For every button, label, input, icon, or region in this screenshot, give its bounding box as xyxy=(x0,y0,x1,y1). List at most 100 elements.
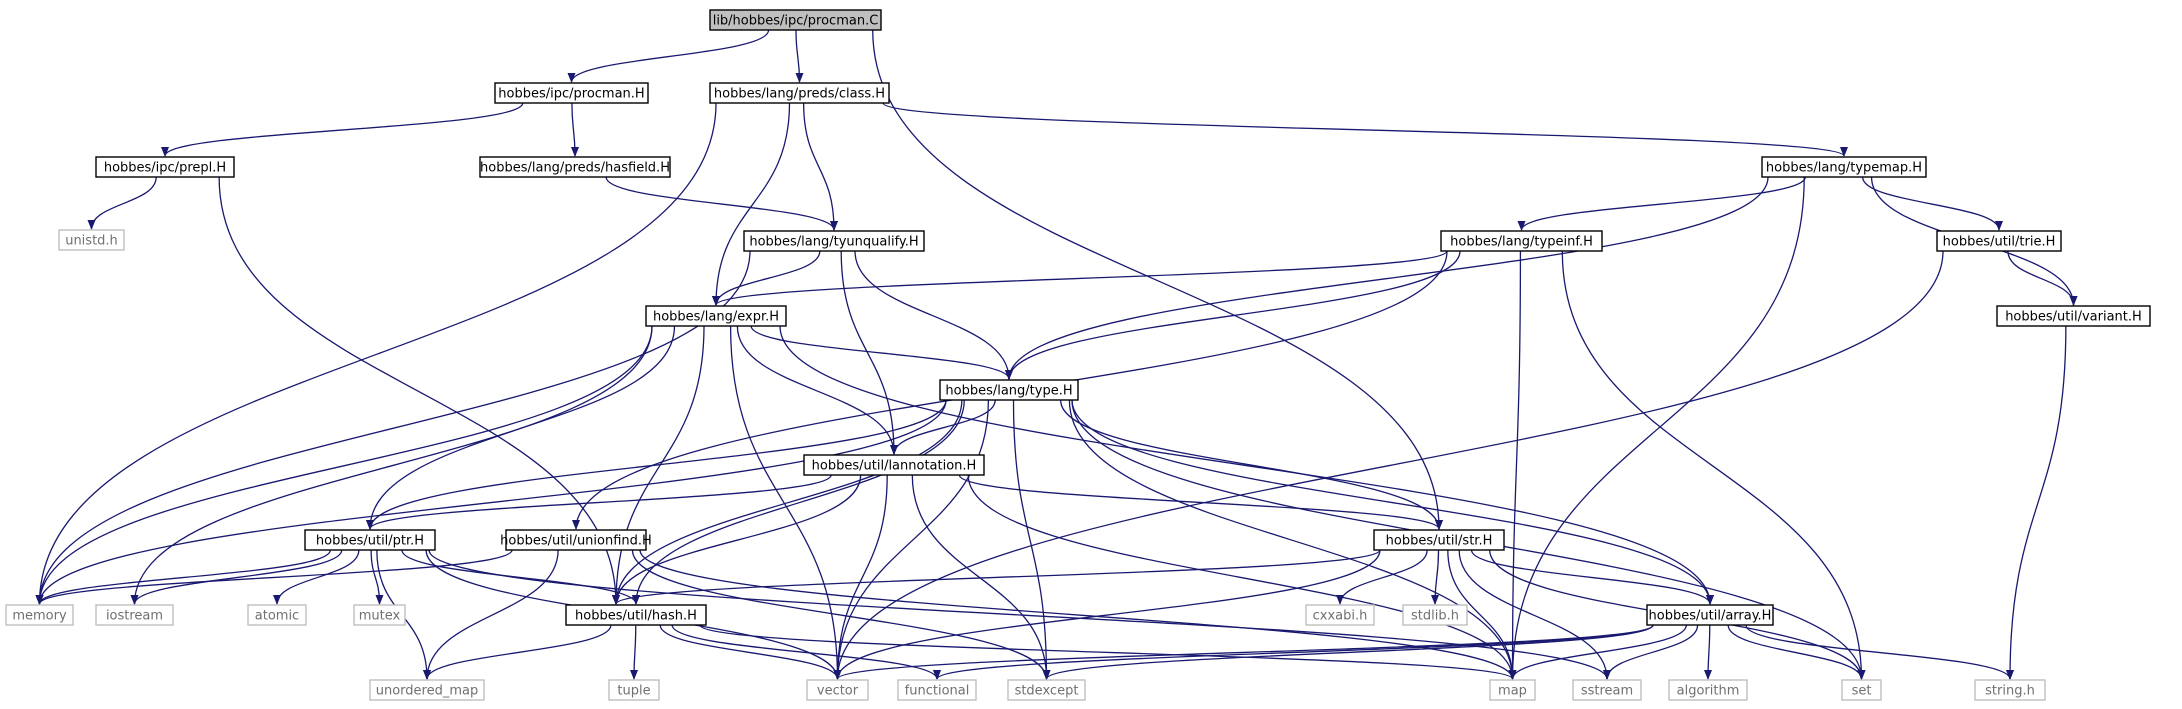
node-label: hobbes/util/unionfind.H xyxy=(500,534,652,549)
node-label: hobbes/lang/preds/hasfield.H xyxy=(480,161,670,176)
edge-unionfind-to-stdexcept xyxy=(631,549,1051,680)
node-sstream: sstream xyxy=(1572,679,1642,701)
node-label: map xyxy=(1498,684,1527,699)
node-label: iostream xyxy=(106,609,163,624)
node-box xyxy=(1373,529,1505,551)
edge-ptr-to-memory xyxy=(35,549,331,605)
edge-ipc-procman-to-prepl xyxy=(161,102,524,157)
node-label: hobbes/util/variant.H xyxy=(2005,310,2142,325)
node-functional: functional xyxy=(897,679,977,701)
edge-type-to-stdexcept xyxy=(1012,399,1051,680)
node-label: sstream xyxy=(1581,684,1633,699)
node-box xyxy=(1402,604,1468,626)
node-box xyxy=(1440,230,1603,252)
edge-str-to-string xyxy=(612,549,1381,605)
edge-typemap-to-map xyxy=(1508,176,1805,680)
node-type[interactable]: hobbes/lang/type.H xyxy=(939,379,1079,401)
edge-type-to-hash xyxy=(632,399,965,605)
node-expr[interactable]: hobbes/lang/expr.H xyxy=(645,305,787,327)
node-str[interactable]: hobbes/util/str.H xyxy=(1373,529,1505,551)
node-label: hobbes/lang/typemap.H xyxy=(1766,161,1922,176)
node-unionfind[interactable]: hobbes/util/unionfind.H xyxy=(500,529,652,551)
node-label: hobbes/lang/typeinf.H xyxy=(1450,235,1593,250)
node-ptr[interactable]: hobbes/util/ptr.H xyxy=(304,529,436,551)
node-label: hobbes/util/lannotation.H xyxy=(812,459,977,474)
edge-type-to-map xyxy=(1068,399,1517,680)
node-box xyxy=(5,604,74,626)
edge-typeinf-to-map xyxy=(1508,250,1522,680)
node-typeinf[interactable]: hobbes/lang/typeinf.H xyxy=(1440,230,1603,252)
node-class[interactable]: hobbes/lang/preds/class.H xyxy=(709,82,890,104)
edge-type-to-array xyxy=(1071,399,1714,605)
node-box xyxy=(58,229,125,251)
edge-expr-to-memory xyxy=(35,325,653,605)
edge-type-to-ptr xyxy=(366,399,947,530)
node-string-h: string.h xyxy=(1974,679,2046,701)
node-label: hobbes/lang/tyunqualify.H xyxy=(749,235,918,250)
node-box xyxy=(709,9,882,31)
edge-root-to-class xyxy=(795,29,804,83)
node-algorithm: algorithm xyxy=(1668,679,1748,701)
node-stdlib: stdlib.h xyxy=(1402,604,1468,626)
edge-hash-to-unordered-map xyxy=(423,624,612,680)
edge-str-to-cxxabi xyxy=(1336,549,1428,605)
edge-tyunqualify-to-type xyxy=(854,250,1013,380)
edge-trie-to-variant xyxy=(2007,250,2078,306)
edge-typeinf-to-set xyxy=(1561,250,1866,680)
node-label: string.h xyxy=(1985,684,2035,699)
edge-expr-to-string xyxy=(612,325,705,605)
node-label: stdexcept xyxy=(1015,684,1079,699)
node-box xyxy=(95,156,235,178)
node-box xyxy=(1974,679,2046,701)
node-box xyxy=(1761,156,1927,178)
node-atomic: atomic xyxy=(247,604,307,626)
node-root[interactable]: lib/hobbes/ipc/procman.C xyxy=(709,9,882,31)
node-trie[interactable]: hobbes/util/trie.H xyxy=(1936,230,2062,252)
node-stdexcept: stdexcept xyxy=(1007,679,1086,701)
node-box xyxy=(95,604,174,626)
node-array[interactable]: hobbes/util/array.H xyxy=(1646,604,1774,626)
node-box xyxy=(939,379,1079,401)
edge-variant-to-string-h xyxy=(2006,325,2067,680)
node-prepl[interactable]: hobbes/ipc/prepl.H xyxy=(95,156,235,178)
node-label: functional xyxy=(905,684,970,699)
node-label: hobbes/util/str.H xyxy=(1386,534,1493,549)
edge-class-to-expr xyxy=(712,102,791,306)
edge-root-to-str xyxy=(872,29,1443,530)
edge-expr-to-iostream xyxy=(130,325,653,605)
edge-unionfind-to-memory xyxy=(35,549,513,605)
node-typemap[interactable]: hobbes/lang/typemap.H xyxy=(1761,156,1927,178)
node-box xyxy=(1572,679,1642,701)
node-box xyxy=(1489,679,1536,701)
node-box xyxy=(897,679,977,701)
node-box xyxy=(743,230,925,252)
node-box xyxy=(1936,230,2062,252)
edge-str-to-stdlib xyxy=(1431,549,1440,605)
node-label: tuple xyxy=(617,684,650,699)
node-label: hobbes/ipc/procman.H xyxy=(498,87,644,102)
node-box xyxy=(1646,604,1774,626)
edge-class-to-tyunqualify xyxy=(802,102,838,231)
node-label: hobbes/util/array.H xyxy=(1649,609,1772,624)
node-hash[interactable]: hobbes/util/hash.H xyxy=(565,604,707,626)
edge-ptr-to-iostream xyxy=(130,549,343,605)
node-box xyxy=(565,604,707,626)
edge-expr-to-type xyxy=(750,325,1013,380)
node-set: set xyxy=(1841,679,1882,701)
edge-lannotation-to-map xyxy=(967,474,1517,680)
node-variant[interactable]: hobbes/util/variant.H xyxy=(1996,305,2151,327)
node-label: hobbes/lang/type.H xyxy=(945,384,1072,399)
node-mutex: mutex xyxy=(353,604,406,626)
node-ipc-procman[interactable]: hobbes/ipc/procman.H xyxy=(494,82,649,104)
node-box xyxy=(353,604,406,626)
node-label: hobbes/util/trie.H xyxy=(1943,235,2056,250)
edge-ptr-to-mutex xyxy=(370,549,384,605)
edge-unionfind-to-map xyxy=(639,549,1517,680)
node-hasfield[interactable]: hobbes/lang/preds/hasfield.H xyxy=(479,156,671,178)
edge-ptr-to-sstream xyxy=(428,549,1611,680)
node-lannotation[interactable]: hobbes/util/lannotation.H xyxy=(803,454,985,476)
node-box xyxy=(645,305,787,327)
node-tyunqualify[interactable]: hobbes/lang/tyunqualify.H xyxy=(743,230,925,252)
node-box xyxy=(1007,679,1086,701)
edges-layer xyxy=(35,29,2078,680)
